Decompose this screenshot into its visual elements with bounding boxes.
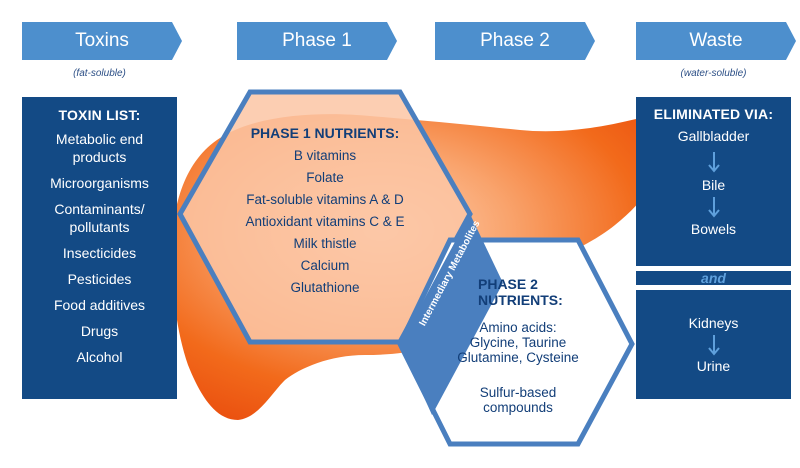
header-toxins-label: Toxins — [75, 30, 129, 51]
phase2-title-line: PHASE 2 — [478, 276, 538, 292]
phase1-nutrient-item: Glutathione — [290, 280, 360, 295]
toxin-item: Drugs — [80, 323, 119, 339]
header-waste-label: Waste — [689, 30, 743, 51]
and-divider — [636, 266, 791, 290]
header-phase2: Phase 2 — [435, 22, 595, 60]
toxin-item: Food additives — [53, 297, 146, 313]
header-phase1: Phase 1 — [237, 22, 397, 60]
subtitle-fat-soluble: (fat-soluble) — [73, 68, 126, 79]
header-arrow-shape — [22, 22, 182, 60]
phase2-amino-line: Glutamine, Cysteine — [457, 350, 579, 365]
toxin-list-panel: TOXIN LIST: Metabolic end products Micro… — [22, 97, 177, 399]
eliminated-title: ELIMINATED VIA: — [653, 106, 774, 122]
toxin-item: Pesticides — [67, 271, 132, 287]
toxin-item: Metabolic end products — [55, 131, 144, 165]
toxin-list-title: TOXIN LIST: — [58, 107, 141, 123]
eliminated-panel-top: ELIMINATED VIA: Gallbladder Bile Bowels — [636, 97, 791, 266]
toxin-item: Microorganisms — [50, 175, 149, 191]
down-arrow-icon — [708, 152, 720, 173]
phase1-nutrient-item: Calcium — [300, 258, 350, 273]
down-arrow-icon — [708, 335, 720, 356]
phase1-nutrients-title: PHASE 1 NUTRIENTS: — [250, 125, 400, 141]
phase2-nutrients-title: PHASE 2 NUTRIENTS: — [478, 276, 578, 308]
phase1-nutrient-item: B vitamins — [293, 148, 357, 163]
phase1-nutrient-item: Milk thistle — [293, 236, 357, 251]
phase2-sulfur-line: Sulfur-based — [479, 385, 557, 400]
phase1-nutrients: PHASE 1 NUTRIENTS: B vitamins Folate Fat… — [215, 125, 435, 295]
header-arrow-shape — [237, 22, 397, 60]
toxin-item: Insecticides — [62, 245, 137, 261]
phase2-sulfur: Sulfur-based compounds — [438, 385, 598, 415]
eliminated-bowels: Bowels — [690, 221, 737, 237]
eliminated-panel-bottom: Kidneys Urine — [636, 290, 791, 399]
header-phase1-label: Phase 1 — [282, 30, 352, 51]
header-arrow-shape — [636, 22, 796, 60]
phase2-amino-acids: Amino acids: Glycine, Taurine Glutamine,… — [438, 320, 598, 365]
header-toxins: Toxins — [22, 22, 182, 60]
subtitle-water-soluble: (water-soluble) — [680, 68, 747, 79]
header-arrow-shape — [435, 22, 595, 60]
header-waste: Waste — [636, 22, 796, 60]
toxin-item: Contaminants/ pollutants — [54, 201, 145, 235]
down-arrow-icon — [708, 197, 720, 218]
phase2-title-line: NUTRIENTS: — [478, 292, 563, 308]
toxin-item: Alcohol — [76, 349, 123, 365]
phase1-nutrient-item: Folate — [306, 170, 344, 185]
phase2-amino-line: Glycine, Taurine — [469, 335, 567, 350]
eliminated-urine: Urine — [696, 358, 731, 374]
eliminated-bile: Bile — [701, 177, 726, 193]
eliminated-kidneys: Kidneys — [688, 315, 739, 331]
phase1-nutrient-item: Fat-soluble vitamins A & D — [246, 192, 404, 207]
phase1-nutrient-item: Antioxidant vitamins C & E — [245, 214, 405, 229]
eliminated-gallbladder: Gallbladder — [677, 128, 750, 144]
phase2-sulfur-line: compounds — [483, 400, 553, 415]
header-phase2-label: Phase 2 — [480, 30, 550, 51]
phase2-amino-line: Amino acids: — [479, 320, 557, 335]
